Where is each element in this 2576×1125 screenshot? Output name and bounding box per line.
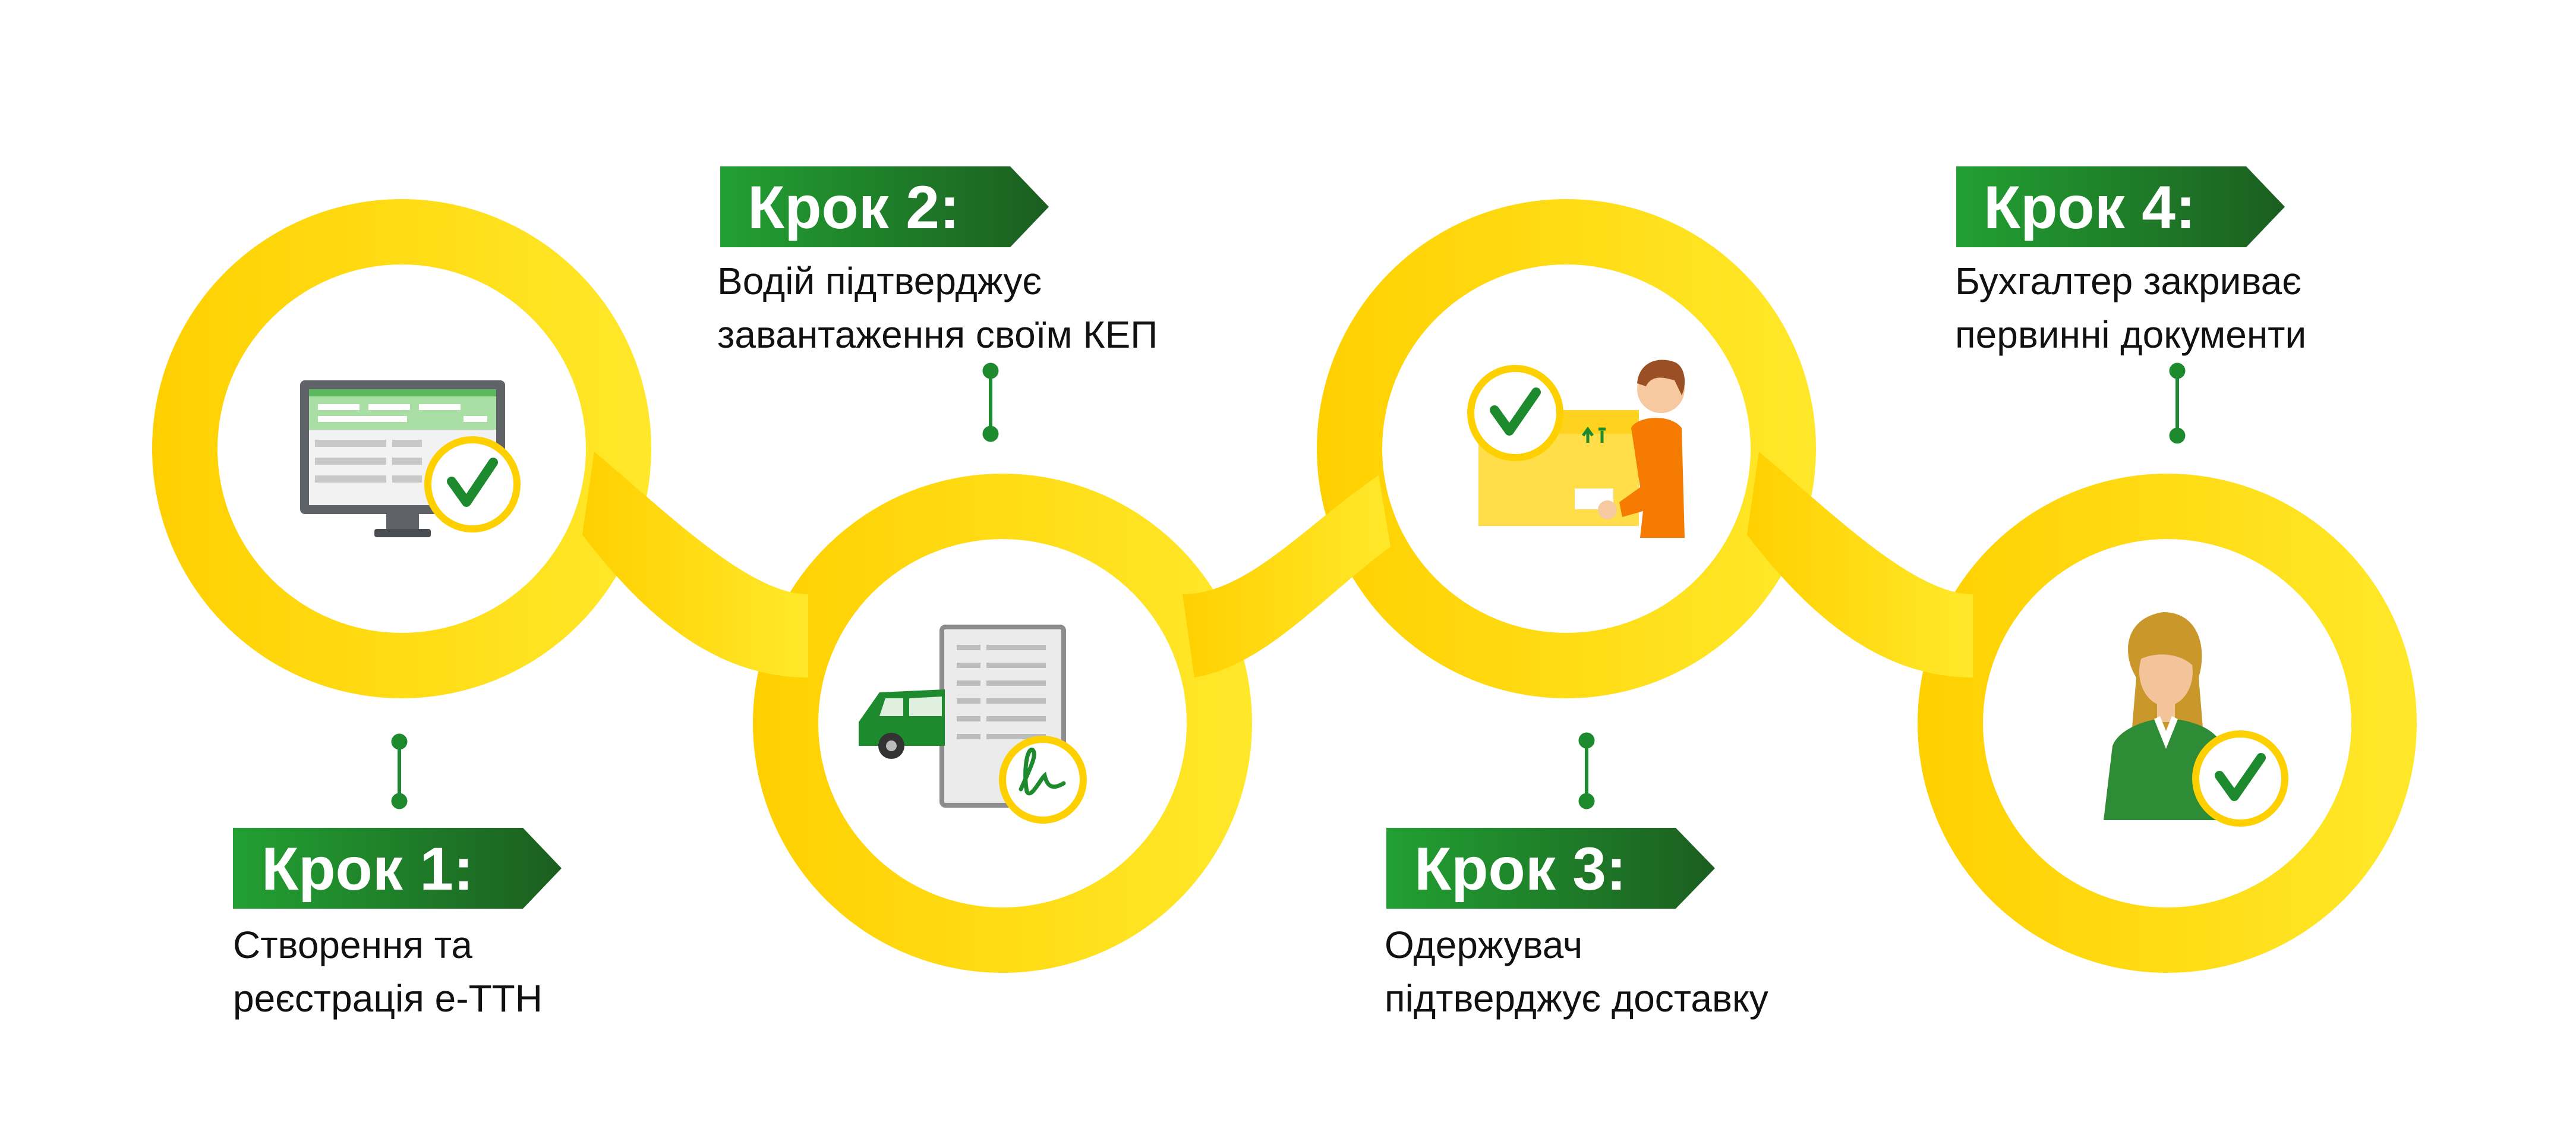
step-4-line-2: первинні документи <box>1955 313 2307 356</box>
connector-step-2 <box>982 363 999 442</box>
step-1-line-2: реєстрація е-ТТН <box>233 977 543 1020</box>
monitor-checkmark-icon <box>300 380 521 537</box>
step-1-line-1: Створення та <box>233 924 472 966</box>
connector-step-4 <box>2169 363 2186 444</box>
courier-package-checkmark-icon <box>1467 360 1685 538</box>
step-1-description: Створення та реєстрація е-ТТН <box>233 918 543 1025</box>
connector-step-3 <box>1578 732 1595 809</box>
step-badge-4: Крок 4: <box>1956 166 2285 247</box>
step-label-2: Крок 2: <box>748 174 960 241</box>
step-3-line-2: підтверджує доставку <box>1385 977 1768 1020</box>
step-badge-3: Крок 3: <box>1386 828 1715 909</box>
step-label-1: Крок 1: <box>261 835 474 903</box>
step-4-line-1: Бухгалтер закриває <box>1955 260 2301 302</box>
step-label-4: Крок 4: <box>1984 174 2196 241</box>
step-label-3: Крок 3: <box>1414 835 1626 903</box>
connector-step-1 <box>391 733 408 809</box>
accountant-checkmark-icon <box>2104 612 2288 827</box>
step-4-description: Бухгалтер закриває первинні документи <box>1955 254 2306 361</box>
car-signed-document-icon <box>859 625 1087 824</box>
step-2-line-2: завантаження своїм КЕП <box>717 313 1158 356</box>
step-2-line-1: Водій підтверджує <box>717 260 1042 302</box>
step-3-description: Одержувач підтверджує доставку <box>1385 918 1768 1025</box>
step-3-line-1: Одержувач <box>1385 924 1583 966</box>
step-badge-1: Крок 1: <box>233 828 562 909</box>
step-badge-2: Крок 2: <box>720 166 1049 247</box>
step-2-description: Водій підтверджує завантаження своїм КЕП <box>717 254 1158 361</box>
